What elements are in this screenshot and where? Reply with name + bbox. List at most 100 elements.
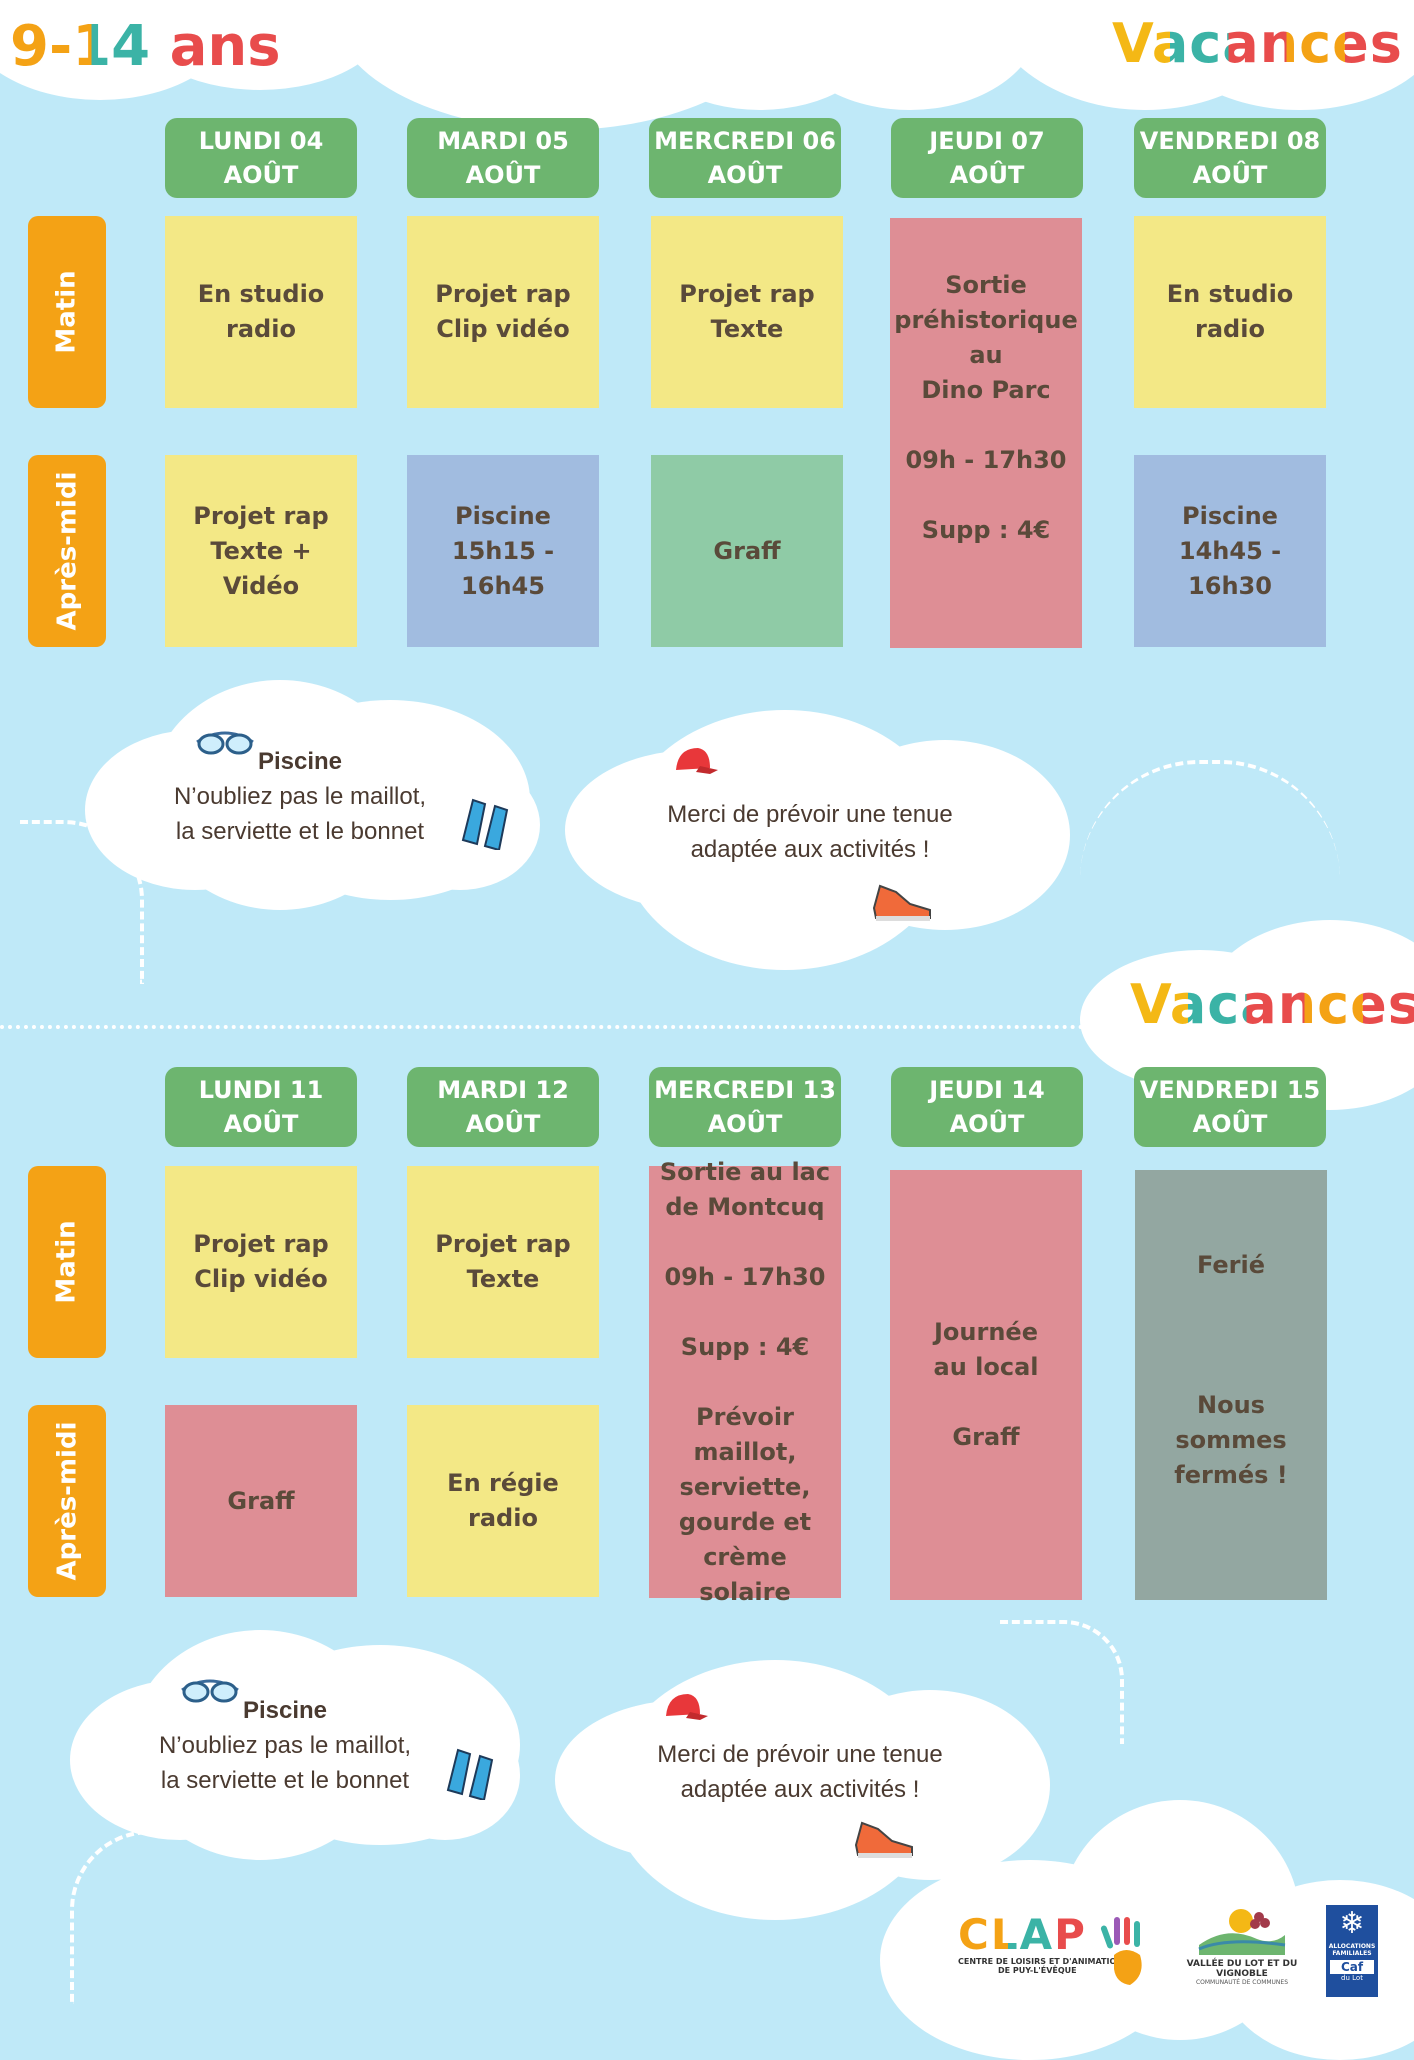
outfit-reminder-line2: adaptée aux activités !	[690, 836, 930, 863]
pool-reminder-title: Piscine	[242, 1697, 328, 1724]
day-header-mon-11: LUNDI 11 AOÛT	[165, 1067, 357, 1147]
period-label-morning: Matin	[28, 1166, 106, 1358]
period-label-morning: Matin	[28, 216, 106, 408]
activity-mon11-afternoon: Graff	[165, 1405, 357, 1597]
month-label: AOÛT	[223, 1110, 299, 1138]
valley-logo-line1: VALLÉE DU LOT ET DU VIGNOBLE	[1186, 1959, 1298, 1979]
caf-logo-line1: ALLOCATIONS	[1328, 1943, 1376, 1950]
activity-wed06-afternoon: Graff	[651, 455, 843, 647]
activity-mon04-afternoon: Projet rap Texte + Vidéo	[165, 455, 357, 647]
clap-subtitle-1: CENTRE DE LOISIRS ET D'ANIMATION	[958, 1957, 1123, 1966]
clap-logo-text: CLAP	[958, 1910, 1158, 1959]
month-label: AOÛT	[223, 161, 299, 189]
caf-logo: ❄ ALLOCATIONS FAMILIALES Caf du Lot	[1326, 1905, 1378, 1997]
valley-logo-line2: COMMUNAUTÉ DE COMMUNES	[1195, 1979, 1289, 1986]
month-label: AOÛT	[949, 1110, 1025, 1138]
outfit-reminder-line1: Merci de prévoir une tenue	[657, 1741, 943, 1768]
activity-tue05-morning: Projet rap Clip vidéo	[407, 216, 599, 408]
period-text: Après-midi	[52, 1421, 83, 1581]
outfit-reminder-text: Merci de prévoir une tenue adaptée aux a…	[620, 797, 1000, 867]
day-label: LUNDI 04	[198, 127, 324, 155]
day-header-mon-04: LUNDI 04 AOÛT	[165, 118, 357, 198]
hand-icon	[1100, 1915, 1152, 1994]
day-label: MERCREDI 06	[654, 127, 836, 155]
vacances-text-top: Vacances	[1112, 12, 1403, 75]
day-label: MERCREDI 13	[654, 1076, 836, 1104]
day-label: LUNDI 11	[198, 1076, 324, 1104]
caf-logo-line3: Caf	[1330, 1960, 1374, 1974]
period-text: Matin	[52, 270, 82, 354]
pool-reminder-line1: N’oubliez pas le maillot,	[158, 1732, 412, 1759]
activity-wed13-fullday: Sortie au lac de Montcuq 09h - 17h30 Sup…	[649, 1158, 841, 1606]
caf-logo-line4: du Lot	[1341, 1974, 1363, 1982]
dotted-path-bottom-left	[70, 1830, 214, 2004]
activity-wed06-morning: Projet rap Texte	[651, 216, 843, 408]
month-label: AOÛT	[1192, 161, 1268, 189]
activity-thu07-fullday: Sortie préhistorique au Dino Parc 09h - …	[890, 218, 1082, 648]
day-header-wed-13: MERCREDI 13 AOÛT	[649, 1067, 841, 1147]
activity-fri15-fullday: Ferié Nous sommes fermés !	[1135, 1170, 1327, 1600]
caf-logo-line2: FAMILIALES	[1332, 1950, 1372, 1957]
activity-tue05-afternoon: Piscine 15h15 - 16h45	[407, 455, 599, 647]
day-header-thu-07: JEUDI 07 AOÛT	[891, 118, 1083, 198]
dotted-path-bottom-right	[1000, 1620, 1124, 1744]
day-header-fri-08: VENDREDI 08 AOÛT	[1134, 118, 1326, 198]
pool-reminder-text: Piscine N’oubliez pas le maillot, la ser…	[135, 1693, 435, 1798]
day-header-tue-05: MARDI 05 AOÛT	[407, 118, 599, 198]
day-label: MARDI 12	[437, 1076, 569, 1104]
period-label-afternoon: Après-midi	[28, 455, 106, 647]
dotted-path-right	[1080, 760, 1340, 964]
pool-reminder-line1: N’oubliez pas le maillot,	[173, 783, 427, 810]
activity-fri08-afternoon: Piscine 14h45 - 16h30	[1134, 455, 1326, 647]
pool-reminder-text: Piscine N’oubliez pas le maillot, la ser…	[150, 744, 450, 849]
swim-goggles-icon	[193, 722, 257, 762]
month-label: AOÛT	[707, 161, 783, 189]
pool-reminder-line2: la serviette et le bonnet	[160, 1767, 410, 1794]
day-label: VENDREDI 15	[1139, 1076, 1321, 1104]
day-label: VENDREDI 08	[1139, 127, 1321, 155]
vacances-title-bottom: Vacances	[1130, 973, 1414, 1036]
red-cap-icon	[660, 1690, 710, 1730]
valley-landscape-icon	[1198, 1909, 1286, 1955]
period-label-afternoon: Après-midi	[28, 1405, 106, 1597]
swim-fins-icon	[440, 1740, 500, 1804]
snowflake-icon: ❄	[1339, 1906, 1365, 1941]
valley-logo: VALLÉE DU LOT ET DU VIGNOBLE COMMUNAUTÉ …	[1172, 1905, 1312, 1986]
day-label: JEUDI 14	[929, 1076, 1045, 1104]
period-text: Matin	[52, 1220, 82, 1304]
activity-mon11-morning: Projet rap Clip vidéo	[165, 1166, 357, 1358]
day-header-tue-12: MARDI 12 AOÛT	[407, 1067, 599, 1147]
red-cap-icon	[670, 744, 720, 784]
age-range-title: 9-14 ans	[10, 14, 281, 79]
month-label: AOÛT	[465, 161, 541, 189]
clap-subtitle-2: DE PUY-L'ÉVÊQUE	[998, 1966, 1077, 1975]
dotted-path-left	[20, 820, 144, 984]
pool-reminder-title: Piscine	[257, 748, 343, 775]
activity-tue12-morning: Projet rap Texte	[407, 1166, 599, 1358]
pool-reminder-line2: la serviette et le bonnet	[175, 818, 425, 845]
activity-mon04-morning: En studio radio	[165, 216, 357, 408]
month-label: AOÛT	[949, 161, 1025, 189]
day-header-wed-06: MERCREDI 06 AOÛT	[649, 118, 841, 198]
swim-fins-icon	[455, 790, 515, 854]
month-label: AOÛT	[465, 1110, 541, 1138]
day-header-fri-15: VENDREDI 15 AOÛT	[1134, 1067, 1326, 1147]
dotted-separator	[0, 1025, 1100, 1029]
outfit-reminder-line2: adaptée aux activités !	[680, 1776, 920, 1803]
clap-logo: CLAP CENTRE DE LOISIRS ET D'ANIMATION DE…	[958, 1910, 1158, 1975]
day-label: JEUDI 07	[929, 127, 1045, 155]
day-header-thu-14: JEUDI 14 AOÛT	[891, 1067, 1083, 1147]
activity-fri08-morning: En studio radio	[1134, 216, 1326, 408]
outfit-reminder-text: Merci de prévoir une tenue adaptée aux a…	[610, 1737, 990, 1807]
vacances-text-bottom: Vacances	[1130, 973, 1414, 1036]
outfit-reminder-line1: Merci de prévoir une tenue	[667, 801, 953, 828]
sneaker-icon	[852, 1815, 916, 1865]
day-label: MARDI 05	[437, 127, 569, 155]
age-range-text: 9-14 ans	[10, 14, 281, 79]
swim-goggles-icon	[178, 1670, 242, 1710]
period-text: Après-midi	[52, 471, 83, 631]
month-label: AOÛT	[1192, 1110, 1268, 1138]
month-label: AOÛT	[707, 1110, 783, 1138]
activity-tue12-afternoon: En régie radio	[407, 1405, 599, 1597]
sneaker-icon	[870, 878, 934, 928]
